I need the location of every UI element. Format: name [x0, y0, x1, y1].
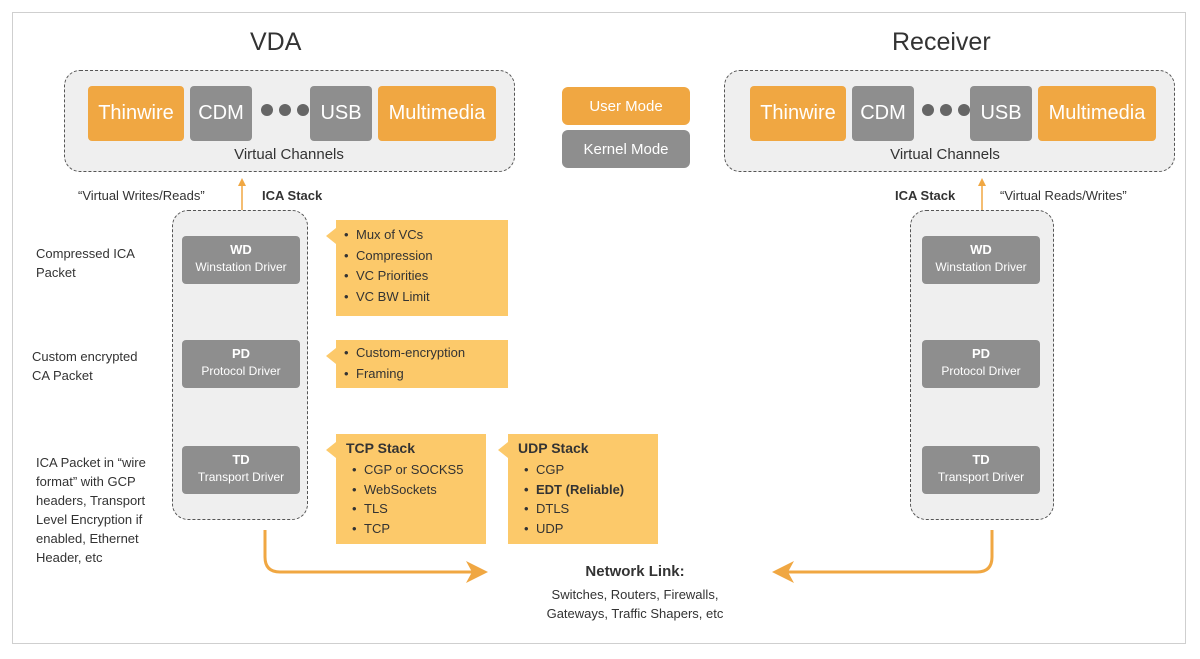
driver-abbr: PD — [971, 346, 991, 361]
receiver-channel-usb: USB — [970, 86, 1032, 141]
driver-abbr: TD — [232, 452, 250, 467]
vda-protocol-driver: PD Protocol Driver — [182, 340, 300, 388]
vda-to-network-arrow — [263, 530, 488, 583]
list-item: •UDP — [524, 520, 564, 536]
driver-name: Transport Driver — [937, 470, 1025, 484]
pd-features-callout: •Custom-encryption •Framing — [326, 340, 508, 388]
driver-name: Winstation Driver — [195, 260, 287, 274]
receiver-virtual-channels-label: Virtual Channels — [890, 146, 1000, 163]
legend-user-mode: User Mode — [562, 87, 690, 125]
description-line: Custom encrypted — [32, 349, 138, 364]
description-line: Gateways, Traffic Shapers, etc — [546, 606, 724, 621]
receiver-channel-multimedia: Multimedia — [1038, 86, 1156, 141]
receiver-channel-ellipsis — [922, 104, 970, 116]
receiver-transport-driver: TD Transport Driver — [922, 446, 1040, 494]
driver-abbr: WD — [230, 242, 252, 257]
description-line: Packet — [36, 265, 76, 280]
list-item: •Compression — [344, 247, 433, 263]
network-link-title: Network Link: — [585, 563, 685, 580]
receiver-protocol-driver: PD Protocol Driver — [922, 340, 1040, 388]
ellipsis-dot — [940, 104, 952, 116]
list-item: •CGP — [524, 462, 565, 477]
list-item: •CGP or SOCKS5 — [352, 462, 464, 477]
vda-winstation-driver: WD Winstation Driver — [182, 236, 300, 284]
description-line: Compressed ICA — [36, 246, 135, 261]
tcp-stack-callout: TCP Stack •CGP or SOCKS5 •WebSockets •TL… — [326, 434, 486, 544]
wd-features-callout: •Mux of VCs •Compression •VC Priorities … — [326, 220, 508, 316]
receiver-winstation-driver: WD Winstation Driver — [922, 236, 1040, 284]
ellipsis-dot — [958, 104, 970, 116]
driver-abbr: TD — [972, 452, 990, 467]
list-item: •WebSockets — [352, 481, 437, 497]
network-link-description: Switches, Routers, Firewalls, Gateways, … — [515, 585, 755, 623]
description-line: CA Packet — [32, 368, 93, 383]
receiver-reads-writes-label: “Virtual Reads/Writes” — [1000, 188, 1127, 203]
ellipsis-dot — [261, 104, 273, 116]
legend-kernel-mode: Kernel Mode — [562, 130, 690, 168]
udp-stack-title: UDP Stack — [518, 440, 589, 456]
vda-title: VDA — [250, 28, 302, 56]
driver-name: Winstation Driver — [935, 260, 1027, 274]
wd-features-list: •Mux of VCs •Compression •VC Priorities … — [344, 225, 508, 307]
ellipsis-dot — [297, 104, 309, 116]
list-item: •EDT (Reliable) — [524, 481, 625, 497]
driver-name: Protocol Driver — [201, 364, 281, 378]
pd-features-list: •Custom-encryption •Framing — [344, 343, 508, 384]
ellipsis-dot — [922, 104, 934, 116]
list-item: •Custom-encryption — [344, 345, 466, 360]
vda-virtual-channels-label: Virtual Channels — [234, 146, 344, 163]
description-line: ICA Packet in “wire — [36, 455, 146, 470]
description-line: headers, Transport — [36, 493, 146, 508]
list-item: •TLS — [352, 501, 388, 516]
receiver-channel-cdm: CDM — [852, 86, 914, 141]
receiver-ica-stack-label: ICA Stack — [895, 188, 956, 203]
tcp-stack-list: •CGP or SOCKS5 •WebSockets •TLS •TCP — [346, 460, 486, 538]
vda-channel-thinwire: Thinwire — [88, 86, 184, 141]
description-line: Level Encryption if — [36, 512, 143, 527]
receiver-to-network-arrow — [772, 530, 994, 583]
ellipsis-dot — [279, 104, 291, 116]
td-layer-description: ICA Packet in “wire format” with GCP hea… — [36, 453, 146, 567]
list-item: •Framing — [344, 365, 404, 381]
description-line: format” with GCP — [36, 474, 136, 489]
driver-abbr: PD — [231, 346, 251, 361]
driver-abbr: WD — [970, 242, 992, 257]
wd-layer-description: Compressed ICA Packet — [36, 244, 135, 282]
description-line: Header, etc — [36, 550, 103, 565]
diagram-frame — [12, 12, 1186, 644]
description-line: enabled, Ethernet — [36, 531, 139, 546]
receiver-title: Receiver — [892, 28, 991, 56]
vda-channel-cdm: CDM — [190, 86, 252, 141]
udp-stack-list: •CGP •EDT (Reliable) •DTLS •UDP — [518, 460, 658, 538]
list-item: •TCP — [352, 520, 390, 536]
list-item: •DTLS — [524, 501, 570, 516]
driver-name: Transport Driver — [197, 470, 285, 484]
driver-name: Protocol Driver — [941, 364, 1021, 378]
receiver-channel-thinwire: Thinwire — [750, 86, 846, 141]
list-item: •Mux of VCs — [344, 227, 424, 242]
tcp-stack-title: TCP Stack — [346, 440, 415, 456]
pd-layer-description: Custom encrypted CA Packet — [32, 347, 138, 385]
udp-stack-callout: UDP Stack •CGP •EDT (Reliable) •DTLS •UD… — [498, 434, 658, 544]
list-item: •VC Priorities — [344, 268, 429, 283]
vda-channel-ellipsis — [261, 104, 309, 116]
vda-writes-reads-label: “Virtual Writes/Reads” — [78, 188, 205, 203]
vda-transport-driver: TD Transport Driver — [182, 446, 300, 494]
vda-channel-usb: USB — [310, 86, 372, 141]
description-line: Switches, Routers, Firewalls, — [551, 587, 719, 602]
vda-ica-stack-label: ICA Stack — [262, 188, 323, 203]
list-item: •VC BW Limit — [344, 288, 430, 304]
vda-channel-multimedia: Multimedia — [378, 86, 496, 141]
